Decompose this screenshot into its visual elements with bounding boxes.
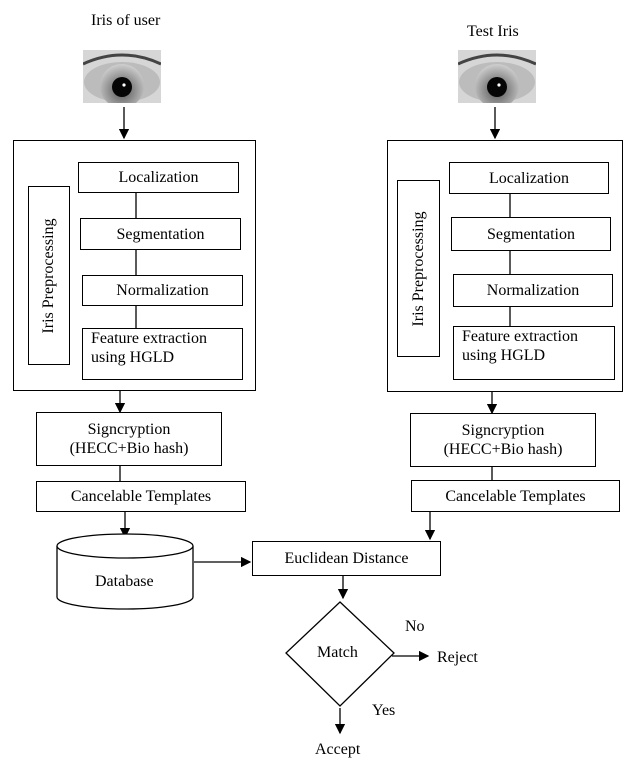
no-label: No [405,618,425,635]
right-feature-line-1: Feature extraction [462,328,578,345]
right-templates-box: Cancelable Templates [411,480,620,512]
right-feature-box: Feature extraction using HGLD [453,326,615,380]
right-segmentation-box: Segmentation [451,217,611,251]
right-feature-line-2: using HGLD [462,347,546,364]
database-label: Database [95,573,154,590]
right-normalization-box: Normalization [453,274,613,307]
left-title: Iris of user [91,12,161,29]
right-localization-box: Localization [449,162,609,194]
database-cylinder-top [56,533,194,559]
right-signcryption-box: Signcryption (HECC+Bio hash) [410,413,596,467]
right-preprocessing-label: Iris Preprocessing [409,210,427,327]
eye-icon [83,50,161,103]
left-preprocessing-label-box: Iris Preprocessing [28,186,70,365]
eye-icon [458,50,536,103]
euclidean-distance-box: Euclidean Distance [252,541,441,576]
left-preprocessing-frame [13,140,256,391]
left-signcryption-line-1: Signcryption [87,421,171,438]
right-preprocessing-frame [387,140,623,392]
left-feature-line-2: using HGLD [91,349,175,366]
reject-label: Reject [437,649,478,666]
right-title: Test Iris [467,23,519,40]
database-cylinder-body [56,546,194,610]
left-localization-box: Localization [78,162,239,193]
match-label: Match [317,644,358,661]
left-signcryption-line-2: (HECC+Bio hash) [69,440,189,457]
left-feature-box: Feature extraction using HGLD [82,328,243,380]
accept-label: Accept [315,741,361,758]
right-signcryption-line-1: Signcryption [461,422,545,439]
left-normalization-box: Normalization [82,275,243,306]
left-preprocessing-label: Iris Preprocessing [40,217,57,334]
left-signcryption-box: Signcryption (HECC+Bio hash) [36,412,222,466]
left-templates-box: Cancelable Templates [36,481,246,512]
right-signcryption-line-2: (HECC+Bio hash) [443,441,563,458]
left-segmentation-box: Segmentation [80,218,241,250]
match-diamond [285,601,395,707]
left-feature-line-1: Feature extraction [91,330,207,347]
right-preprocessing-label-box: Iris Preprocessing [397,180,440,357]
yes-label: Yes [372,702,396,719]
